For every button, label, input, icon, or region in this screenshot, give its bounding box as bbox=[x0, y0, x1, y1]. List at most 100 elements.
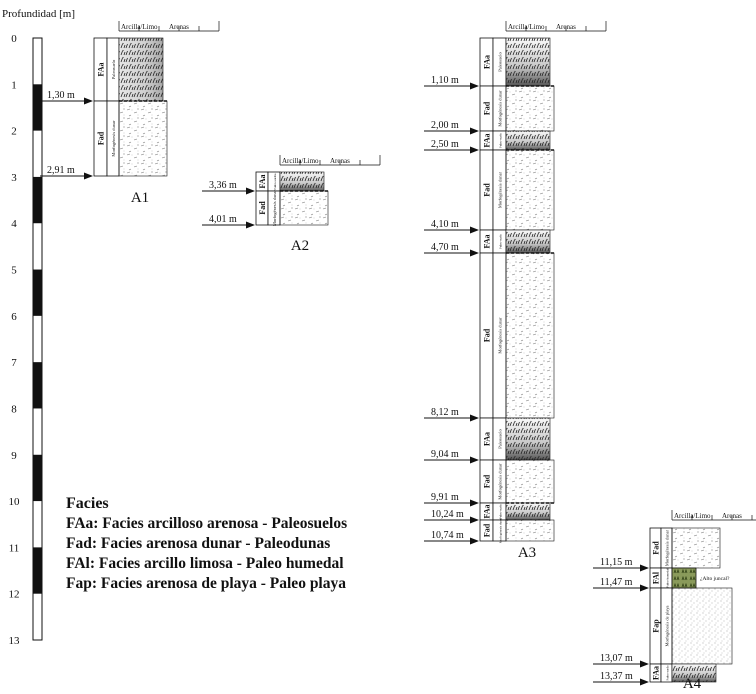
unit-code-text: FAa bbox=[483, 234, 492, 248]
depth-tick-label: 1 bbox=[11, 79, 17, 91]
depth-label: 4,70 m bbox=[431, 242, 459, 253]
wetland-fill bbox=[671, 567, 697, 589]
depth-tick-label: 9 bbox=[11, 450, 17, 462]
paleosol-texture bbox=[506, 38, 550, 86]
paleosol-texture bbox=[672, 664, 716, 682]
depth-tick-label: 12 bbox=[9, 589, 20, 601]
scale-segment bbox=[33, 454, 42, 502]
column-a1: Arcilla/LimoArenasFAaPaleosueloFadMorfog… bbox=[40, 21, 220, 206]
unit-code-text: FAa bbox=[258, 174, 267, 188]
unit-desc-text: Paleosuelo bbox=[111, 59, 116, 79]
dune-fill bbox=[505, 519, 555, 542]
unit-code-text: Fad bbox=[483, 183, 492, 197]
legend-item-fal: FAl: Facies arcillo limosa - Paleo humed… bbox=[66, 555, 344, 572]
depth-tick-label: 8 bbox=[11, 403, 17, 415]
unit-faa: FAa Paleosuelo bbox=[93, 37, 164, 102]
unit-desc-text: Paleo-suelo bbox=[499, 133, 503, 148]
depth-arrow-head bbox=[84, 97, 93, 105]
facies-legend: Facies FAa: Facies arcilloso arenosa - P… bbox=[66, 494, 347, 594]
depth-tick-label: 7 bbox=[11, 357, 17, 369]
depth-label: 9,91 m bbox=[431, 492, 459, 503]
paleosol-texture bbox=[506, 503, 550, 520]
dune-fill bbox=[118, 100, 168, 177]
unit-code-text: Fad bbox=[258, 201, 267, 215]
depth-tick-label: 13 bbox=[9, 635, 21, 647]
legend-title: Facies bbox=[66, 495, 109, 512]
scale-segment bbox=[33, 269, 42, 316]
unit-code-text: Fad bbox=[483, 523, 492, 537]
depth-tick-label: 10 bbox=[9, 496, 21, 508]
unit-desc-text: Morfogénesis dunar bbox=[498, 171, 503, 208]
unit-desc-text: Morfogénesis dunar bbox=[111, 120, 116, 157]
unit-desc-text: Morfogénesis dunar bbox=[498, 90, 503, 127]
depth-label: 10,24 m bbox=[431, 509, 464, 520]
depth-tick-label: 3 bbox=[11, 172, 17, 184]
depth-label: 9,04 m bbox=[431, 449, 459, 460]
depth-arrow-head bbox=[246, 187, 255, 195]
grain-header-clay: Arcilla/Limo bbox=[121, 23, 158, 31]
column-a4: Arcilla/LimoArenasFadMorfogénesis dunarF… bbox=[593, 510, 756, 692]
unit-note: ¿Alto juncal? bbox=[700, 576, 730, 582]
column-label: A1 bbox=[131, 190, 149, 206]
column-a2: Arcilla/LimoArenasFAaPaleo-suelosFadMorf… bbox=[202, 155, 381, 254]
grain-header-clay: Arcilla/Limo bbox=[508, 23, 545, 31]
column-a3: Arcilla/LimoArenasFAaPaleosueloFadMorfog… bbox=[424, 21, 607, 561]
unit-desc-text: Morfogénesis dunar bbox=[272, 189, 277, 226]
depth-tick-label: 0 bbox=[11, 33, 17, 45]
depth-label: 4,10 m bbox=[431, 219, 459, 230]
dune-fill bbox=[505, 252, 555, 419]
depth-label: 3,36 m bbox=[209, 180, 237, 191]
scale-segment bbox=[33, 547, 42, 594]
depth-arrow-head bbox=[84, 172, 93, 180]
unit-desc-text: Morfogénesis dunar bbox=[499, 517, 503, 544]
depth-tick-label: 2 bbox=[11, 126, 17, 138]
scale-segment bbox=[33, 362, 42, 409]
unit-fad: Fad Morfogénesis dunar bbox=[479, 149, 555, 231]
unit-desc-text: Morfogénesis dunar bbox=[498, 463, 503, 500]
legend-item-fad: Fad: Facies arenosa dunar - Paleodunas bbox=[66, 535, 331, 552]
legend-item-fap: Fap: Facies arenosa de playa - Paleo pla… bbox=[66, 575, 346, 592]
columns: Arcilla/LimoArenasFAaPaleosueloFadMorfog… bbox=[40, 21, 756, 692]
depth-label: 10,74 m bbox=[431, 530, 464, 541]
depth-arrow-head bbox=[470, 414, 479, 422]
grain-header-clay: Arcilla/Limo bbox=[674, 512, 711, 520]
dune-fill bbox=[505, 459, 555, 504]
paleosol-texture bbox=[506, 131, 550, 150]
unit-fad: Fad Morfogénesis dunar bbox=[93, 100, 168, 177]
dune-fill bbox=[505, 85, 555, 132]
paleosol-texture bbox=[506, 418, 550, 460]
depth-label: 8,12 m bbox=[431, 407, 459, 418]
unit-desc-text: Morfogénesis dunar bbox=[498, 317, 503, 354]
unit-code-text: FAa bbox=[483, 55, 492, 69]
depth-arrow-head bbox=[470, 82, 479, 90]
dune-fill bbox=[671, 527, 721, 569]
depth-arrow-head bbox=[640, 564, 649, 572]
paleosol-texture bbox=[506, 230, 550, 253]
unit-desc-text: Paleo-suelo bbox=[666, 665, 670, 680]
unit-desc-text: Paleosuelo bbox=[498, 429, 503, 449]
depth-arrow-head bbox=[470, 127, 479, 135]
scale-segment bbox=[33, 84, 42, 131]
unit-code-text: FAa bbox=[97, 62, 106, 76]
depth-scale-title: Profundidad [m] bbox=[2, 8, 75, 20]
depth-arrow-head bbox=[640, 660, 649, 668]
unit-code-text: Fad bbox=[97, 131, 106, 145]
depth-label: 4,01 m bbox=[209, 214, 237, 225]
depth-arrow-head bbox=[470, 499, 479, 507]
depth-label: 1,30 m bbox=[47, 90, 75, 101]
depth-arrow-head bbox=[470, 516, 479, 524]
grain-header-clay: Arcilla/Limo bbox=[282, 157, 319, 165]
unit-code-text: FAa bbox=[652, 666, 661, 680]
unit-desc-text: Paleo-suelo bbox=[499, 234, 503, 249]
unit-desc-text: Paleo-humedal bbox=[666, 568, 670, 587]
column-label: A3 bbox=[518, 545, 536, 561]
depth-label: 11,15 m bbox=[600, 557, 633, 568]
